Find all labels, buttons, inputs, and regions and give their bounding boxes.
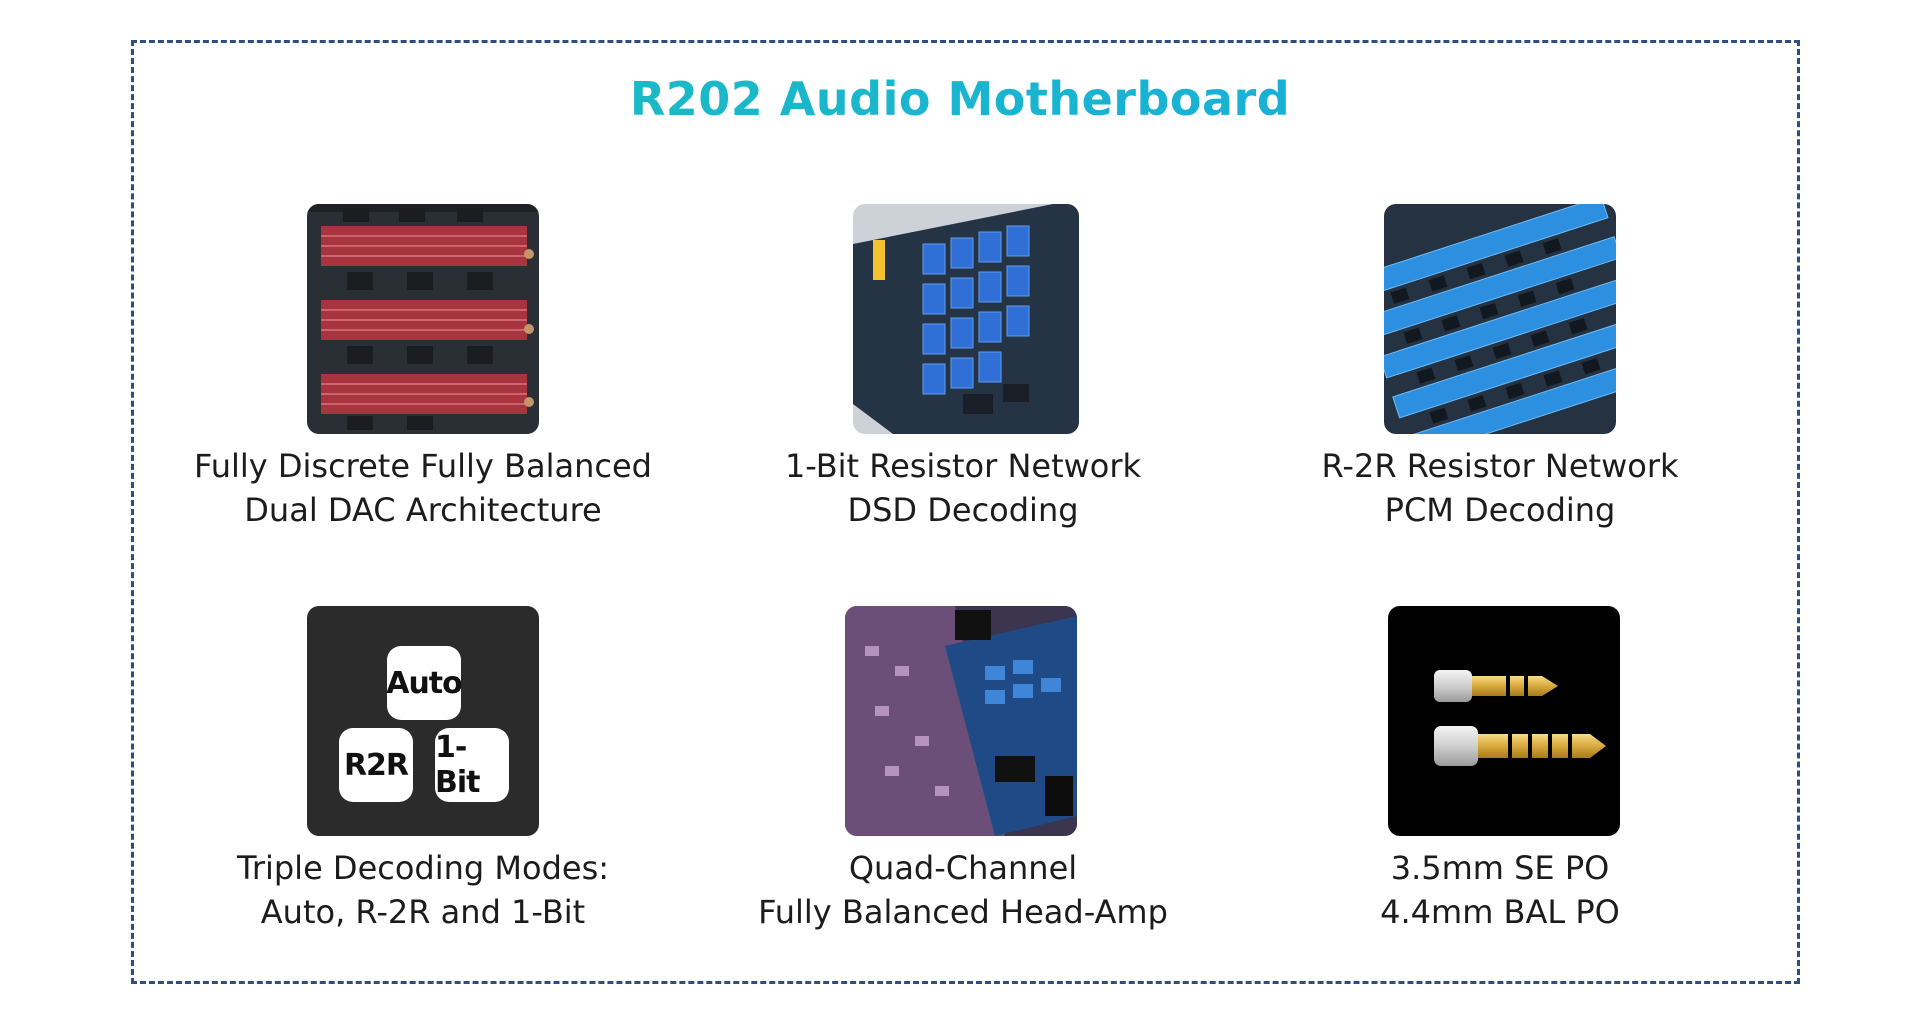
page-title: R202 Audio Motherboard [0,72,1920,126]
feature-caption: R-2R Resistor Network PCM Decoding [1240,444,1760,532]
blue-resistor-ladder-board-icon [1384,204,1616,434]
one-bit-mode-chip: 1-Bit [435,728,509,802]
feature-caption-line1: Triple Decoding Modes: [236,849,610,887]
feature-caption-line2: DSD Decoding [847,491,1079,529]
content-frame [131,40,1800,984]
headamp-board-icon [845,606,1077,836]
r2r-mode-chip: R2R [339,728,413,802]
blue-relay-board-icon [853,204,1079,434]
feature-caption-line2: Fully Balanced Head-Amp [758,893,1168,931]
feature-caption: Fully Discrete Fully Balanced Dual DAC A… [163,444,683,532]
headphone-plugs-icon [1388,606,1620,836]
feature-caption-line1: 1-Bit Resistor Network [784,447,1142,485]
feature-caption-line1: 3.5mm SE PO [1390,849,1610,887]
decoding-mode-chips-icon: Auto R2R 1-Bit [307,606,539,836]
feature-caption-line1: R-2R Resistor Network [1321,447,1679,485]
feature-caption-line1: Fully Discrete Fully Balanced [194,447,652,485]
feature-caption: Quad-Channel Fully Balanced Head-Amp [703,846,1223,934]
auto-mode-chip: Auto [386,646,463,720]
feature-caption-line2: 4.4mm BAL PO [1380,893,1620,931]
feature-caption: 3.5mm SE PO 4.4mm BAL PO [1240,846,1760,934]
feature-caption-line2: Auto, R-2R and 1-Bit [260,893,586,931]
feature-caption-line2: PCM Decoding [1384,491,1616,529]
feature-caption-line1: Quad-Channel [848,849,1078,887]
feature-caption: Triple Decoding Modes: Auto, R-2R and 1-… [163,846,683,934]
feature-caption: 1-Bit Resistor Network DSD Decoding [703,444,1223,532]
red-resistor-board-icon [307,204,539,434]
feature-caption-line2: Dual DAC Architecture [244,491,602,529]
